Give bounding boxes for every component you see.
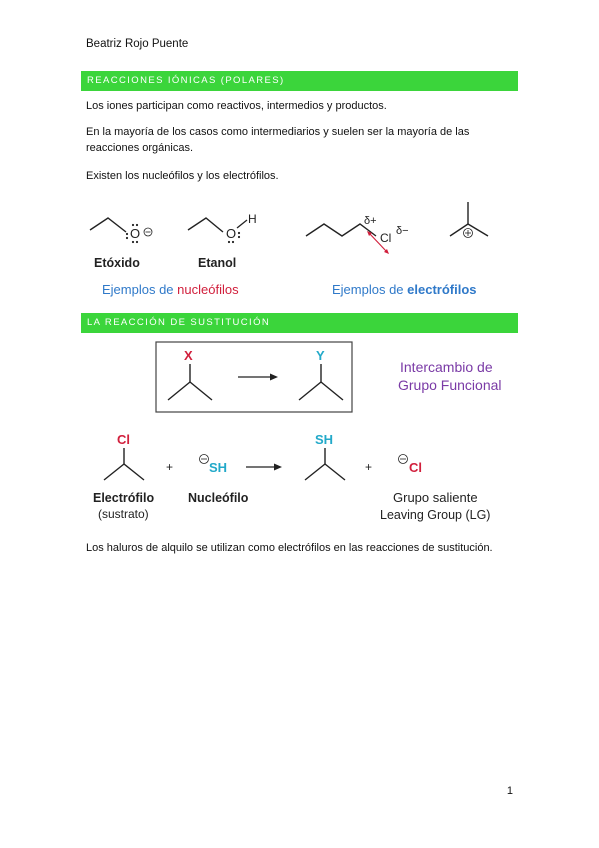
substrate-label: (sustrato) <box>98 507 149 521</box>
nucleophile-label: Nucleófilo <box>188 491 249 505</box>
nucleophile-sh: SH <box>209 460 227 475</box>
exchange-label-line2: Grupo Funcional <box>398 377 502 393</box>
ethoxide-oxygen: O <box>130 226 140 241</box>
nucleophile-caption: Ejemplos de nucleófilos <box>102 282 239 297</box>
exchange-label-line1: Intercambio de <box>400 359 493 375</box>
delta-minus: δ− <box>396 225 409 237</box>
alkyl-chloride-structure: δ+ Cl δ− <box>305 215 409 254</box>
paragraph-alkyl-halides: Los haluros de alquilo se utilizan como … <box>86 542 493 554</box>
leaving-group-label: Grupo saliente <box>393 490 478 505</box>
ethoxide-label: Etóxido <box>94 256 140 270</box>
nucleophile-electrophile-figure: O Etóxido O H Etanol Ejemplos de nucleóf… <box>89 202 489 297</box>
functional-group-exchange-box <box>155 341 353 413</box>
chloride-atom: Cl <box>380 231 391 245</box>
substitution-figure: X Y Intercambio de Grupo Funcional Cl + … <box>93 341 502 522</box>
electrophile-label: Electrófilo <box>93 491 154 505</box>
delta-plus: δ+ <box>364 215 377 227</box>
ethanol-label: Etanol <box>198 256 236 270</box>
leaving-group-english-label: Leaving Group (LG) <box>380 508 490 522</box>
paragraph-ions: Los iones participan como reactivos, int… <box>86 100 387 112</box>
incoming-group-y: Y <box>316 348 325 363</box>
ethanol-hydrogen: H <box>248 212 257 226</box>
ethanol-oxygen: O <box>226 226 236 241</box>
product-sh: SH <box>315 432 333 447</box>
carbocation-structure <box>449 202 489 238</box>
section-heading-substitution: LA REACCIÓN DE SUSTITUCIÓN <box>81 313 518 333</box>
ethanol-structure: O H <box>187 212 257 244</box>
paragraph-nucleophiles-electrophiles: Existen los nucleófilos y los electrófil… <box>86 170 279 182</box>
paragraph-intermediates: En la mayoría de los casos como intermed… <box>86 126 470 154</box>
section-heading-ionic-reactions: REACCIONES IÓNICAS (POLARES) <box>81 71 518 91</box>
plus-sign-1: + <box>166 460 173 474</box>
ethoxide-structure: O <box>89 217 153 244</box>
leaving-chloride: Cl <box>409 460 422 475</box>
electrophile-caption: Ejemplos de electrófilos <box>332 282 477 297</box>
plus-sign-2: + <box>365 460 372 474</box>
page-number: 1 <box>506 785 513 797</box>
leaving-group-x: X <box>184 348 193 363</box>
substrate-chlorine: Cl <box>117 432 130 447</box>
document-author: Beatriz Rojo Puente <box>86 38 189 50</box>
